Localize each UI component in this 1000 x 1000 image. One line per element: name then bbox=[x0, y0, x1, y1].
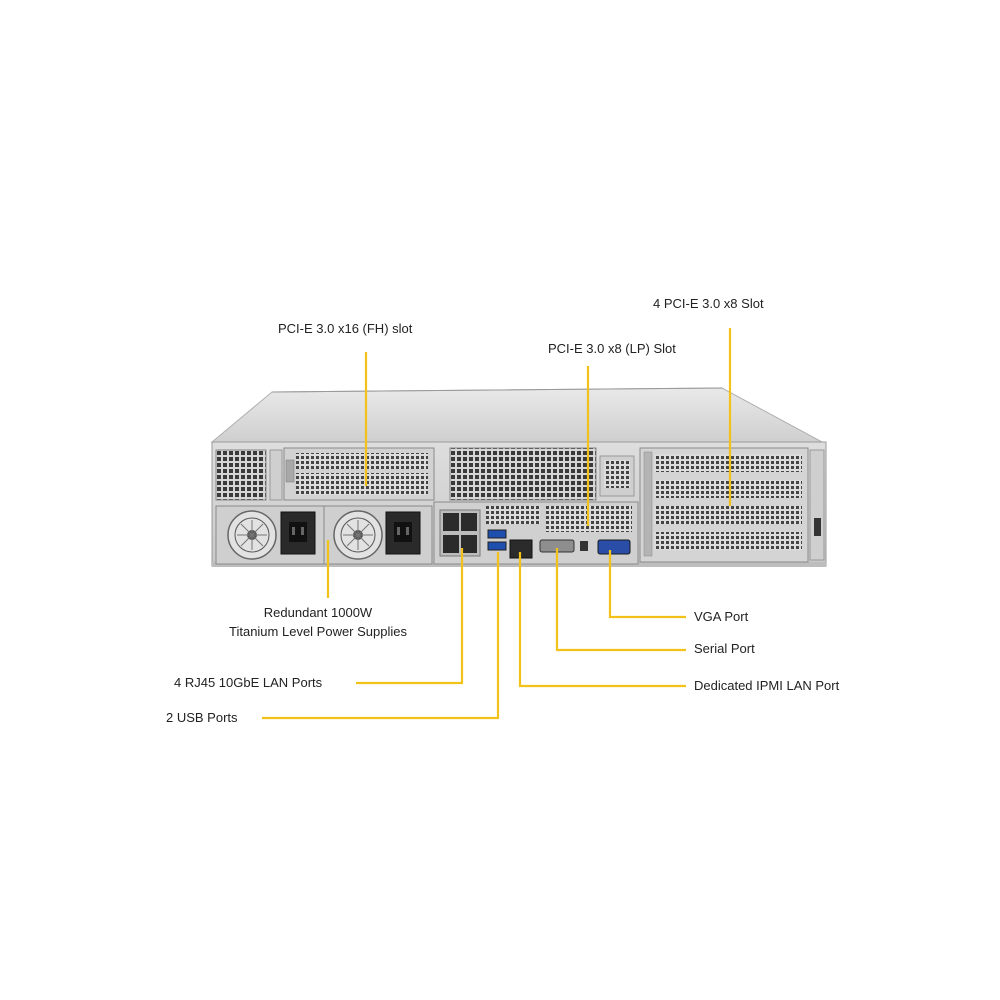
pcie-x8-slot-stack bbox=[639, 447, 825, 563]
callout-lan bbox=[356, 548, 464, 685]
callout-lines bbox=[262, 328, 732, 720]
vga-port bbox=[597, 539, 631, 555]
io-panel bbox=[433, 501, 639, 565]
label-pcie-x16-fh-slot: PCI-E 3.0 x16 (FH) slot bbox=[278, 321, 413, 336]
label-power-supplies-line2: Titanium Level Power Supplies bbox=[229, 624, 407, 639]
label-pcie-x8-lp-slot: PCI-E 3.0 x8 (LP) Slot bbox=[548, 341, 676, 356]
callout-serial bbox=[555, 548, 686, 652]
lan-port-group bbox=[439, 509, 481, 557]
label-lan-ports: 4 RJ45 10GbE LAN Ports bbox=[174, 675, 323, 690]
label-usb-ports: 2 USB Ports bbox=[166, 710, 238, 725]
power-supply-2 bbox=[323, 505, 433, 565]
pcie-x16-fh-slot bbox=[283, 447, 435, 501]
label-serial-port: Serial Port bbox=[694, 641, 755, 656]
label-pcie-x8-4-slots: 4 PCI-E 3.0 x8 Slot bbox=[653, 296, 764, 311]
usb-port-group bbox=[487, 529, 507, 551]
callout-vga bbox=[608, 550, 686, 619]
center-vent bbox=[449, 447, 635, 501]
label-ipmi-port: Dedicated IPMI LAN Port bbox=[694, 678, 840, 693]
label-vga-port: VGA Port bbox=[694, 609, 749, 624]
callout-usb bbox=[262, 552, 500, 720]
callout-ipmi bbox=[518, 552, 686, 688]
label-power-supplies-line1: Redundant 1000W bbox=[263, 605, 373, 620]
left-vent bbox=[215, 449, 283, 501]
power-supply-1 bbox=[215, 505, 325, 565]
